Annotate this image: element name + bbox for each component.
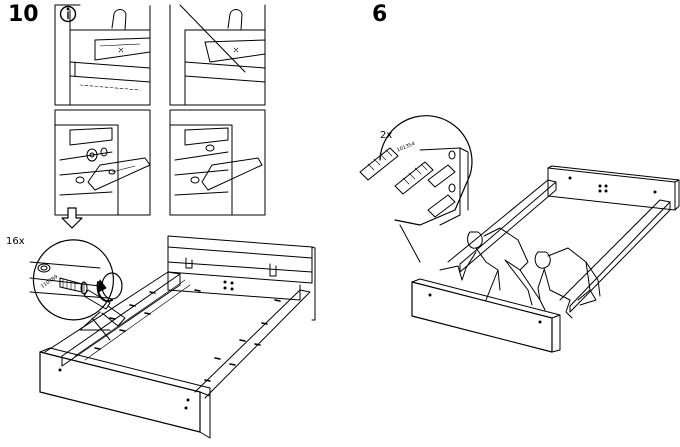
- bed-frame-step10: [39, 235, 316, 439]
- screw-quantity-label: 16x: [6, 236, 25, 247]
- dowel-detail-circle: [359, 115, 473, 263]
- screw-detail-circle: [29, 239, 126, 331]
- dowel-quantity-label: 2x: [380, 130, 393, 141]
- dowel: [359, 147, 456, 218]
- info-icon: [59, 5, 77, 23]
- detail-panel-bottom-right: [169, 109, 266, 216]
- detail-panel-top-left: [54, 4, 151, 106]
- leader-line: [399, 224, 421, 263]
- step-number-10: 10: [8, 2, 39, 27]
- detail-panel-top-right: [169, 4, 266, 106]
- bed-frame-step6: [411, 165, 680, 353]
- step-number-6: 6: [372, 2, 388, 27]
- rotate-arrow-icon: [96, 272, 123, 302]
- detail-panel-bottom-left: [54, 109, 151, 216]
- arrow-down-icon: [61, 207, 83, 229]
